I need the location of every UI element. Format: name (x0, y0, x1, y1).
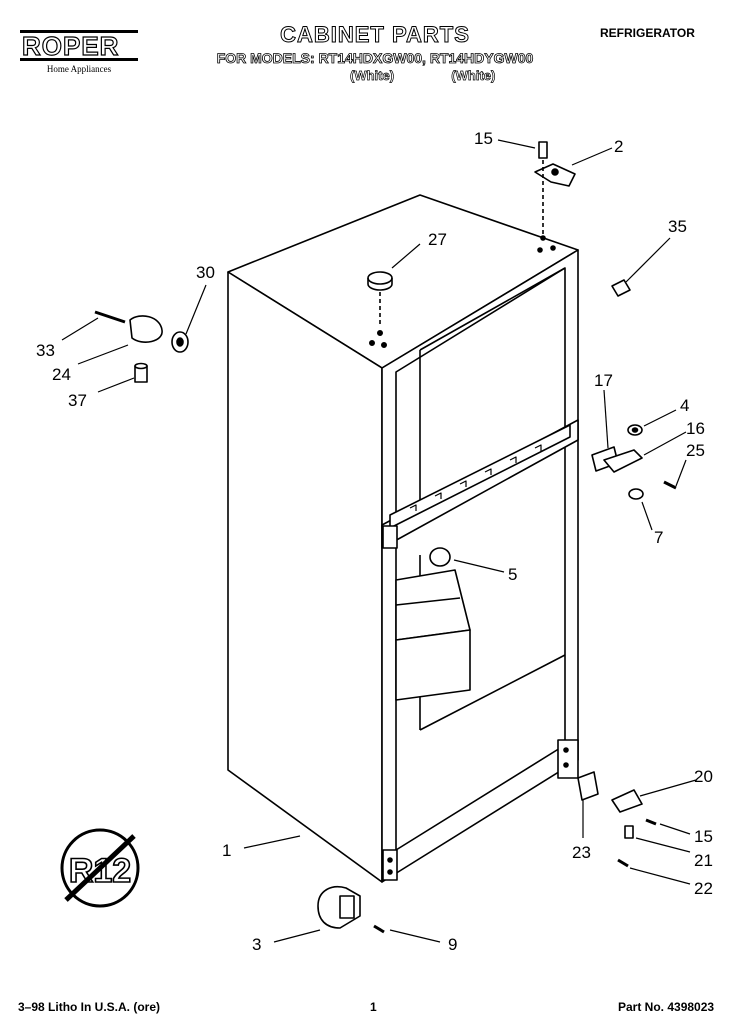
models-line: FOR MODELS: RT14HDXGW00, RT14HDYGW00 (216, 50, 534, 67)
callout-35: 35 (668, 217, 687, 236)
cabinet-side-panel (227, 271, 383, 883)
callout-3: 3 (252, 935, 261, 954)
callout-33: 33 (36, 341, 55, 360)
brand-subtitle: Home Appliances (46, 64, 112, 74)
screw-part-9 (373, 924, 385, 934)
screw-part-25 (663, 480, 677, 490)
r12-badge: R12 (60, 828, 140, 908)
callout-24: 24 (52, 365, 71, 384)
footer-page-number: 1 (370, 1000, 377, 1014)
footer-litho: 3–98 Litho In U.S.A. (ore) (18, 1000, 161, 1014)
callout-5: 5 (508, 565, 517, 584)
callout-2: 2 (614, 137, 623, 156)
pin-part-21 (624, 825, 634, 839)
footer-part-number: Part No. 4398023 (618, 1000, 715, 1014)
callout-25: 25 (686, 441, 705, 460)
callout-30: 30 (196, 263, 215, 282)
bottom-hinge-part-20 (611, 789, 643, 813)
callout-27: 27 (428, 230, 447, 249)
roper-logo: ROPER Home Appliances (20, 30, 138, 74)
callout-4: 4 (680, 396, 689, 415)
callout-17: 17 (594, 371, 613, 390)
spacer-part-7 (628, 488, 644, 500)
callout-22: 22 (694, 879, 713, 898)
model-color-1: (White) (350, 68, 395, 84)
brand-name: ROPER (20, 30, 138, 61)
part-35 (611, 279, 631, 297)
screw-part-33 (94, 310, 126, 324)
callout-15-top: 15 (474, 129, 493, 148)
hinge-part-24 (129, 315, 163, 343)
appliance-category: REFRIGERATOR (600, 26, 695, 40)
center-hinge-part-16 (603, 449, 643, 473)
page-title: CABINET PARTS (280, 22, 470, 48)
callout-7: 7 (654, 528, 663, 547)
callout-15-bottom: 15 (694, 827, 713, 846)
top-plug-part-27 (367, 271, 393, 285)
model-color-2: (White) (451, 68, 496, 84)
callout-1: 1 (222, 841, 231, 860)
callout-37: 37 (68, 391, 87, 410)
callout-9: 9 (448, 935, 457, 954)
callout-16: 16 (686, 419, 705, 438)
screw-part-15-bottom (645, 818, 657, 826)
screw-part-22 (617, 858, 629, 868)
callout-23: 23 (572, 843, 591, 862)
hinge-screw-part-15 (538, 141, 548, 159)
plug-part-5 (429, 547, 451, 567)
callout-20: 20 (694, 767, 713, 786)
shim-part-23 (577, 771, 599, 801)
model-colors: (White) (White) (350, 68, 496, 84)
callout-21: 21 (694, 851, 713, 870)
